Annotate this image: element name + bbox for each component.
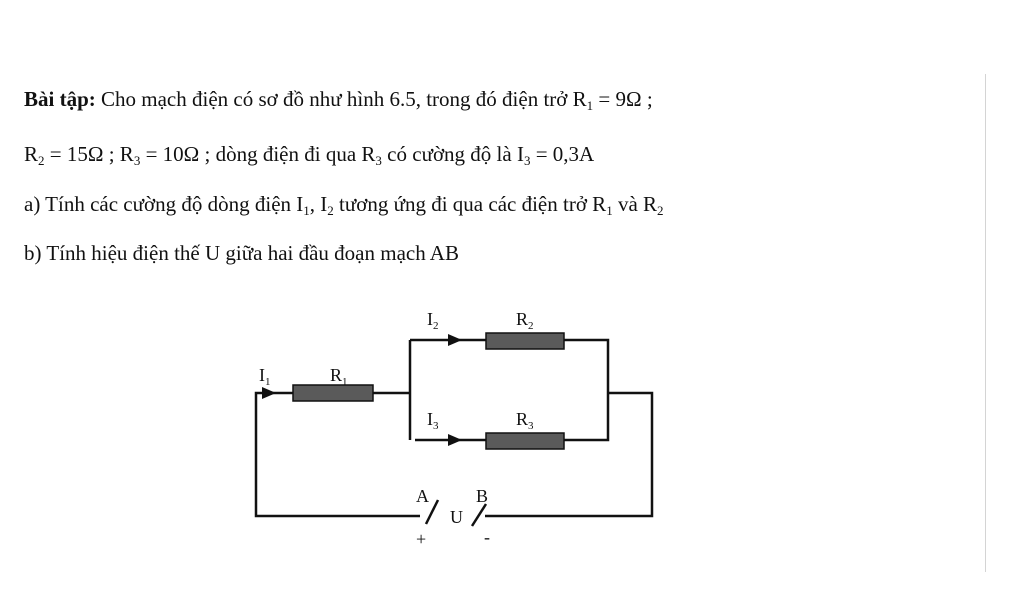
- l3-c: tương ứng đi qua các điện trở R: [333, 192, 607, 216]
- arrow-i2-icon: [448, 334, 462, 346]
- terminal-b-slash: [470, 503, 488, 527]
- resistor-r3: [485, 432, 565, 450]
- right-divider: [985, 74, 986, 572]
- l2-a: R: [24, 142, 39, 166]
- l2-d: có cường độ là I: [381, 142, 524, 166]
- question-b: b) Tính hiệu điện thế U giữa hai đầu đoạ…: [24, 241, 459, 265]
- l2-b-sub: 3: [133, 153, 141, 168]
- label-r2: R2: [516, 309, 534, 332]
- l3-b: , I: [309, 192, 328, 216]
- l2-c-sub: 3: [375, 153, 382, 168]
- label-terminal-b: B: [476, 486, 488, 506]
- problem-line-2: R2 = 15Ω ; R3 = 10Ω ; dòng điện đi qua R…: [24, 141, 594, 167]
- label-i3: I3: [427, 409, 439, 432]
- label-plus: +: [416, 529, 426, 549]
- arrow-i1-icon: [262, 387, 276, 399]
- label-i2: I2: [427, 309, 439, 332]
- resistor-r2: [485, 332, 565, 350]
- l1-main: Cho mạch điện có sơ đồ như hình 6.5, tro…: [95, 87, 587, 111]
- l2-e: = 0,3A: [530, 142, 595, 166]
- l1-sub: 1: [586, 98, 594, 113]
- problem-line-1: Bài tập: Cho mạch điện có sơ đồ như hình…: [24, 86, 653, 112]
- wire-parallel-right: [410, 338, 610, 442]
- l3-b-sub: 2: [327, 203, 334, 218]
- resistor-r1: [292, 384, 374, 402]
- arrow-i3-icon: [448, 434, 462, 446]
- label-r1: R1: [330, 365, 348, 388]
- l3-a-sub: 1: [303, 203, 310, 218]
- l3-d-sub: 2: [657, 203, 664, 218]
- label-terminal-a: A: [416, 486, 429, 506]
- l2-a-sub: 2: [38, 153, 45, 168]
- l2-c: = 10Ω ; dòng điện đi qua R: [140, 142, 376, 166]
- wire-left: [254, 391, 420, 518]
- label-r3: R3: [516, 409, 534, 432]
- label-i1: I1: [259, 365, 271, 388]
- label-minus: -: [484, 527, 490, 547]
- l1-tail: = 9Ω ;: [593, 87, 653, 111]
- label-voltage-u: U: [450, 507, 463, 527]
- l3-d: và R: [612, 192, 658, 216]
- circuit-wires: [254, 338, 654, 527]
- terminal-a-slash: [424, 499, 440, 525]
- exercise-label: Bài tập:: [24, 87, 96, 111]
- l2-b: = 15Ω ; R: [44, 142, 134, 166]
- wire-right: [485, 391, 654, 518]
- l3-a: a) Tính các cường độ dòng điện I: [24, 192, 304, 216]
- question-a: a) Tính các cường độ dòng điện I1, I2 tư…: [24, 191, 664, 217]
- l2-d-sub: 3: [523, 153, 531, 168]
- l3-c-sub: 1: [606, 203, 613, 218]
